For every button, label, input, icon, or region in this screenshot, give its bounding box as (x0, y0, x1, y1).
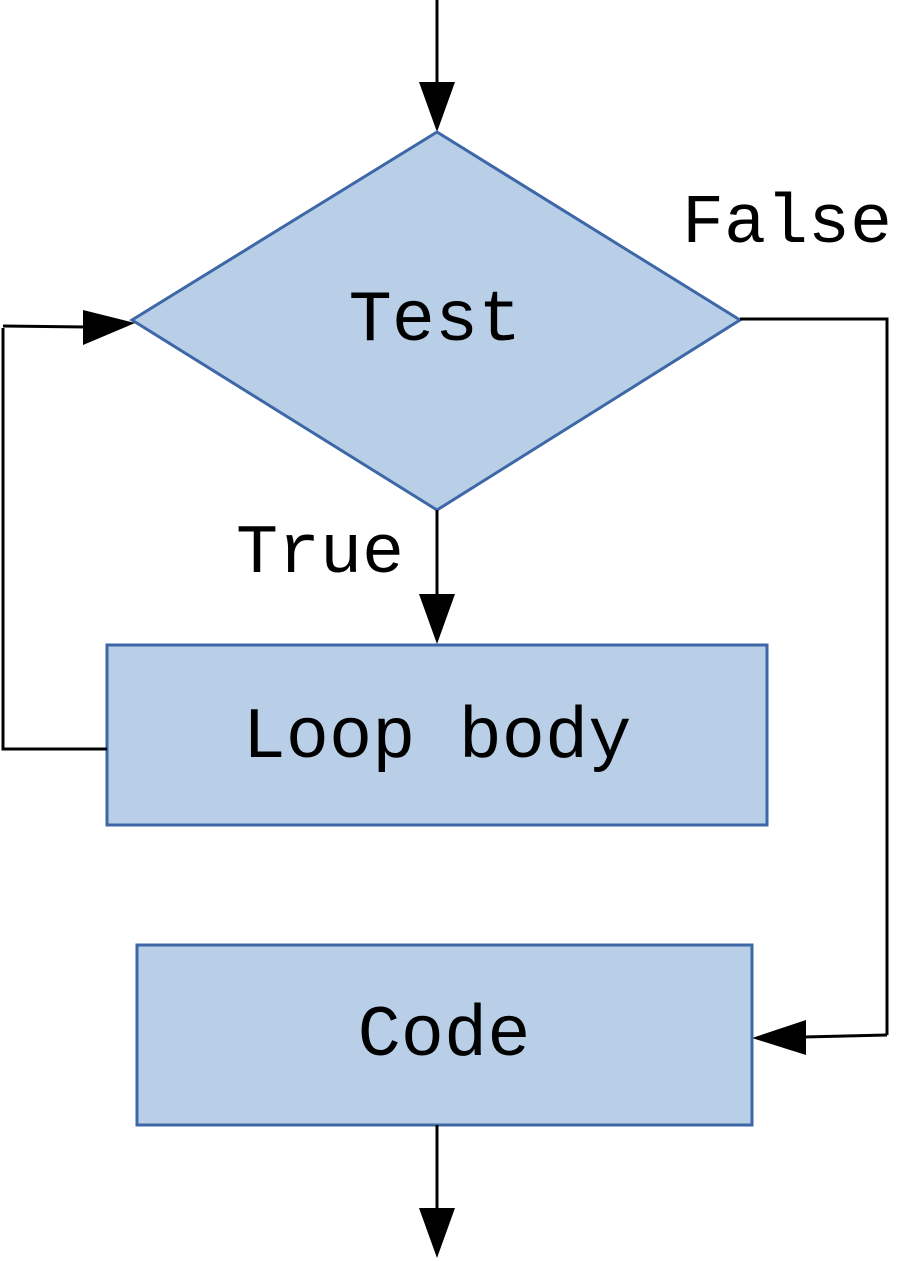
loop-body-label: Loop body (243, 697, 632, 779)
code-node: Code (135, 943, 754, 1127)
exit-edge (419, 1125, 455, 1258)
test-node-label: Test (349, 280, 522, 362)
test-node: Test (129, 130, 743, 512)
true-edge-label: True (236, 515, 404, 594)
true-edge (419, 510, 455, 644)
false-edge (740, 317, 889, 1055)
loop-body-node: Loop body (105, 643, 769, 827)
code-box (135, 943, 754, 1127)
false-edge-label: False (682, 185, 892, 264)
entry-edge (419, 0, 455, 132)
code-label: Code (358, 995, 531, 1077)
loop-body-box (105, 643, 769, 827)
loop-back-edge (1, 310, 135, 751)
